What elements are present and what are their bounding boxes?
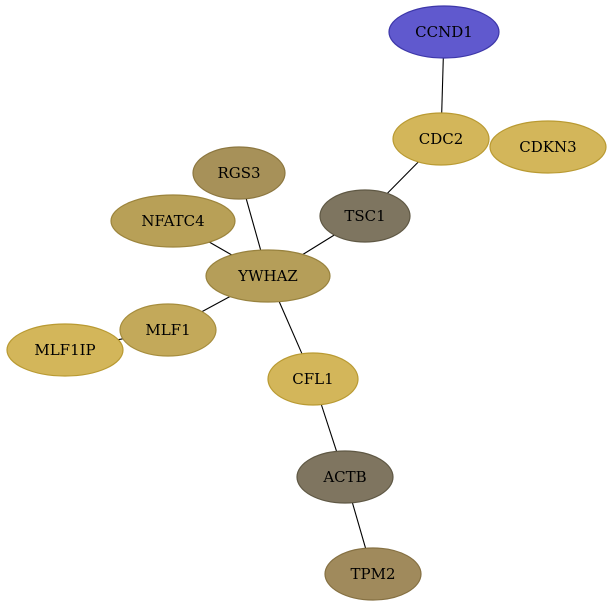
node-shape-cdc2[interactable] [392, 112, 490, 166]
node-label-tpm2: TPM2 [351, 565, 396, 583]
node-ccnd1[interactable]: CCND1 [388, 5, 500, 59]
node-shape-tpm2[interactable] [324, 547, 422, 601]
edge-ywhaz-mlf1 [201, 296, 231, 313]
edges-layer [118, 57, 444, 549]
node-nfatc4[interactable]: NFATC4 [110, 194, 236, 248]
node-shape-mlf1[interactable] [119, 303, 217, 357]
edge-ywhaz-cfl1 [278, 301, 303, 355]
node-shape-ccnd1[interactable] [388, 5, 500, 59]
node-shape-actb[interactable] [296, 450, 394, 504]
node-shape-ywhaz[interactable] [205, 249, 331, 303]
node-label-tsc1: TSC1 [344, 207, 385, 225]
node-cfl1[interactable]: CFL1 [267, 352, 359, 406]
node-tsc1[interactable]: TSC1 [319, 189, 411, 243]
node-shape-cfl1[interactable] [267, 352, 359, 406]
node-shape-rgs3[interactable] [192, 146, 286, 200]
node-cdkn3[interactable]: CDKN3 [489, 120, 607, 174]
node-shape-nfatc4[interactable] [110, 194, 236, 248]
node-mlf1[interactable]: MLF1 [119, 303, 217, 357]
node-rgs3[interactable]: RGS3 [192, 146, 286, 200]
node-label-nfatc4: NFATC4 [141, 212, 204, 230]
edge-rgs3-ywhaz [245, 198, 262, 251]
node-cdc2[interactable]: CDC2 [392, 112, 490, 166]
edge-cdc2-tsc1 [386, 161, 419, 194]
node-label-ccnd1: CCND1 [415, 23, 473, 41]
edge-ccnd1-cdc2 [441, 57, 444, 114]
node-label-rgs3: RGS3 [217, 164, 260, 182]
node-label-cdkn3: CDKN3 [519, 138, 576, 156]
node-mlf1ip[interactable]: MLF1IP [6, 323, 124, 377]
node-label-cdc2: CDC2 [419, 130, 464, 148]
node-label-ywhaz: YWHAZ [237, 267, 298, 285]
edge-cfl1-actb [320, 404, 338, 452]
node-shape-cdkn3[interactable] [489, 120, 607, 174]
node-shape-tsc1[interactable] [319, 189, 411, 243]
node-actb[interactable]: ACTB [296, 450, 394, 504]
node-label-mlf1ip: MLF1IP [34, 341, 95, 359]
node-label-actb: ACTB [322, 468, 366, 486]
edge-nfatc4-ywhaz [209, 241, 232, 256]
node-label-cfl1: CFL1 [292, 370, 333, 388]
node-shape-mlf1ip[interactable] [6, 323, 124, 377]
edge-actb-tpm2 [351, 502, 367, 549]
node-tpm2[interactable]: TPM2 [324, 547, 422, 601]
node-label-mlf1: MLF1 [145, 321, 190, 339]
node-ywhaz[interactable]: YWHAZ [205, 249, 331, 303]
edge-tsc1-ywhaz [302, 234, 335, 255]
